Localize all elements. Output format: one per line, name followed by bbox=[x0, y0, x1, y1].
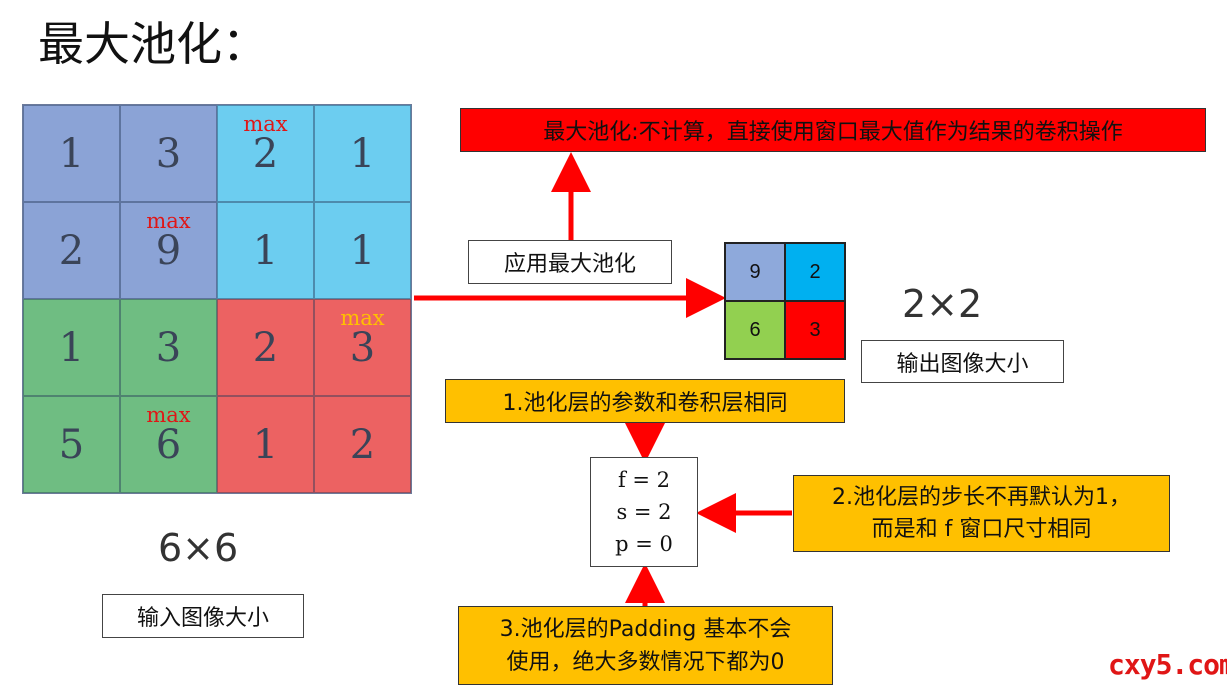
input-cell: 5 bbox=[23, 396, 120, 493]
max-label: max bbox=[146, 403, 191, 427]
output-cell: 9 bbox=[725, 243, 785, 301]
param-f: f = 2 bbox=[617, 468, 671, 492]
input-cell: 2 bbox=[314, 396, 411, 493]
input-size: 6×6 bbox=[158, 526, 239, 570]
output-cell: 3 bbox=[785, 301, 845, 359]
pooling-params: f = 2 s = 2 p = 0 bbox=[590, 457, 698, 567]
input-cell: 2 bbox=[23, 202, 120, 299]
input-cell: 1 bbox=[23, 105, 120, 202]
note-params-same: 1.池化层的参数和卷积层相同 bbox=[445, 379, 845, 423]
max-label: max bbox=[243, 112, 288, 136]
definition-box: 最大池化:不计算，直接使用窗口最大值作为结果的卷积操作 bbox=[460, 108, 1206, 152]
output-size-label: 输出图像大小 bbox=[861, 340, 1064, 383]
page-title: 最大池化： bbox=[38, 17, 268, 71]
max-label: max bbox=[146, 209, 191, 233]
input-size-label: 输入图像大小 bbox=[102, 594, 304, 638]
input-cell: 1 bbox=[314, 202, 411, 299]
input-cell: 1 bbox=[217, 396, 314, 493]
note-stride: 2.池化层的步长不再默认为1， 而是和 f 窗口尺寸相同 bbox=[793, 475, 1170, 552]
max-label: max bbox=[340, 306, 385, 330]
watermark: cxy5.com bbox=[1108, 648, 1227, 681]
input-cell: 1 bbox=[217, 202, 314, 299]
note-padding: 3.池化层的Padding 基本不会 使用，绝大多数情况下都为0 bbox=[458, 606, 833, 685]
output-grid: 9 2 6 3 bbox=[724, 242, 846, 360]
input-cell: 2 bbox=[217, 299, 314, 396]
input-cell: 3 bbox=[120, 105, 217, 202]
input-cell: 3 bbox=[120, 299, 217, 396]
param-s: s = 2 bbox=[616, 500, 672, 524]
output-size: 2×2 bbox=[902, 282, 983, 326]
param-p: p = 0 bbox=[615, 532, 673, 556]
output-cell: 6 bbox=[725, 301, 785, 359]
apply-max-pooling-label: 应用最大池化 bbox=[468, 240, 672, 284]
output-cell: 2 bbox=[785, 243, 845, 301]
input-cell: 1 bbox=[314, 105, 411, 202]
input-cell: 1 bbox=[23, 299, 120, 396]
